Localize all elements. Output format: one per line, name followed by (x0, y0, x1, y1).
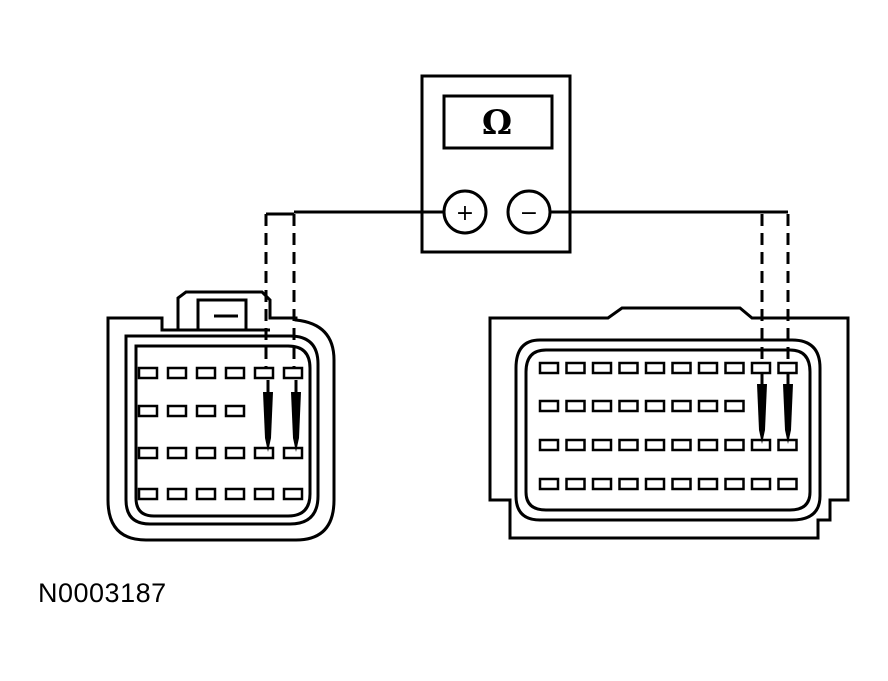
pin-cavity (195, 487, 217, 501)
pin-cavity (538, 399, 560, 413)
positive-symbol: + (456, 201, 474, 226)
right-connector (488, 306, 850, 540)
connector-pins (137, 361, 798, 501)
pin-cavity (282, 446, 304, 460)
pin-cavity (697, 361, 719, 375)
pin-cavity (724, 399, 745, 413)
pin-cavity (750, 361, 772, 375)
ohm-symbol: Ω (482, 103, 512, 143)
pin-cavity (137, 404, 159, 418)
figure-reference-id: N0003187 (38, 578, 167, 608)
pin-cavity (224, 404, 246, 418)
pin-cavity (253, 487, 275, 501)
pin-cavity (538, 438, 560, 452)
pin-cavity (671, 361, 692, 375)
pin-cavity (282, 366, 304, 380)
pin-cavity (724, 438, 745, 452)
test-probes (263, 372, 793, 452)
pin-cavity (777, 361, 798, 375)
pin-cavity (224, 487, 246, 501)
pin-cavity (224, 446, 246, 460)
pin-cavity (750, 438, 772, 452)
pin-cavity (591, 438, 613, 452)
probe-tip (291, 392, 301, 452)
pin-cavity (195, 404, 217, 418)
pin-cavity (644, 438, 666, 452)
left-connector (106, 290, 336, 542)
pin-cavity (618, 438, 639, 452)
pin-cavity (538, 361, 560, 375)
probe-tip (757, 384, 767, 444)
pin-cavity (137, 366, 159, 380)
pin-cavity (253, 366, 275, 380)
pin-cavity (224, 366, 246, 380)
pin-cavity (565, 399, 586, 413)
pin-cavity (565, 477, 586, 491)
pin-cavity (166, 366, 188, 380)
pin-cavity (282, 487, 304, 501)
pin-cavity (697, 477, 719, 491)
pin-cavity (137, 446, 159, 460)
pin-cavity (591, 361, 613, 375)
pin-cavity (565, 438, 586, 452)
pin-cavity (591, 399, 613, 413)
pin-cavity (538, 477, 560, 491)
pin-cavity (750, 477, 772, 491)
pin-cavity (166, 487, 188, 501)
pin-cavity (195, 446, 217, 460)
pin-cavity (253, 446, 275, 460)
pin-cavity (644, 361, 666, 375)
pin-cavity (195, 366, 217, 380)
pin-cavity (618, 399, 639, 413)
pin-cavity (671, 438, 692, 452)
pin-cavity (591, 477, 613, 491)
pin-cavity (697, 399, 719, 413)
pin-cavity (565, 361, 586, 375)
pin-cavity (618, 361, 639, 375)
pin-cavity (724, 477, 745, 491)
pin-cavity (724, 361, 745, 375)
pin-cavity (618, 477, 639, 491)
meter-display (442, 94, 554, 150)
pin-cavity (777, 477, 798, 491)
locking-tab (196, 298, 248, 332)
left-dashed-leads (264, 212, 296, 368)
pin-cavity (644, 477, 666, 491)
pin-cavity (697, 438, 719, 452)
pin-cavity (644, 399, 666, 413)
probe-tip (263, 392, 273, 452)
pin-cavity (166, 446, 188, 460)
pin-cavity (166, 404, 188, 418)
negative-symbol: − (520, 201, 538, 226)
pin-cavity (671, 477, 692, 491)
pin-cavity (671, 399, 692, 413)
probe-tip (783, 384, 793, 444)
pin-cavity (137, 487, 159, 501)
